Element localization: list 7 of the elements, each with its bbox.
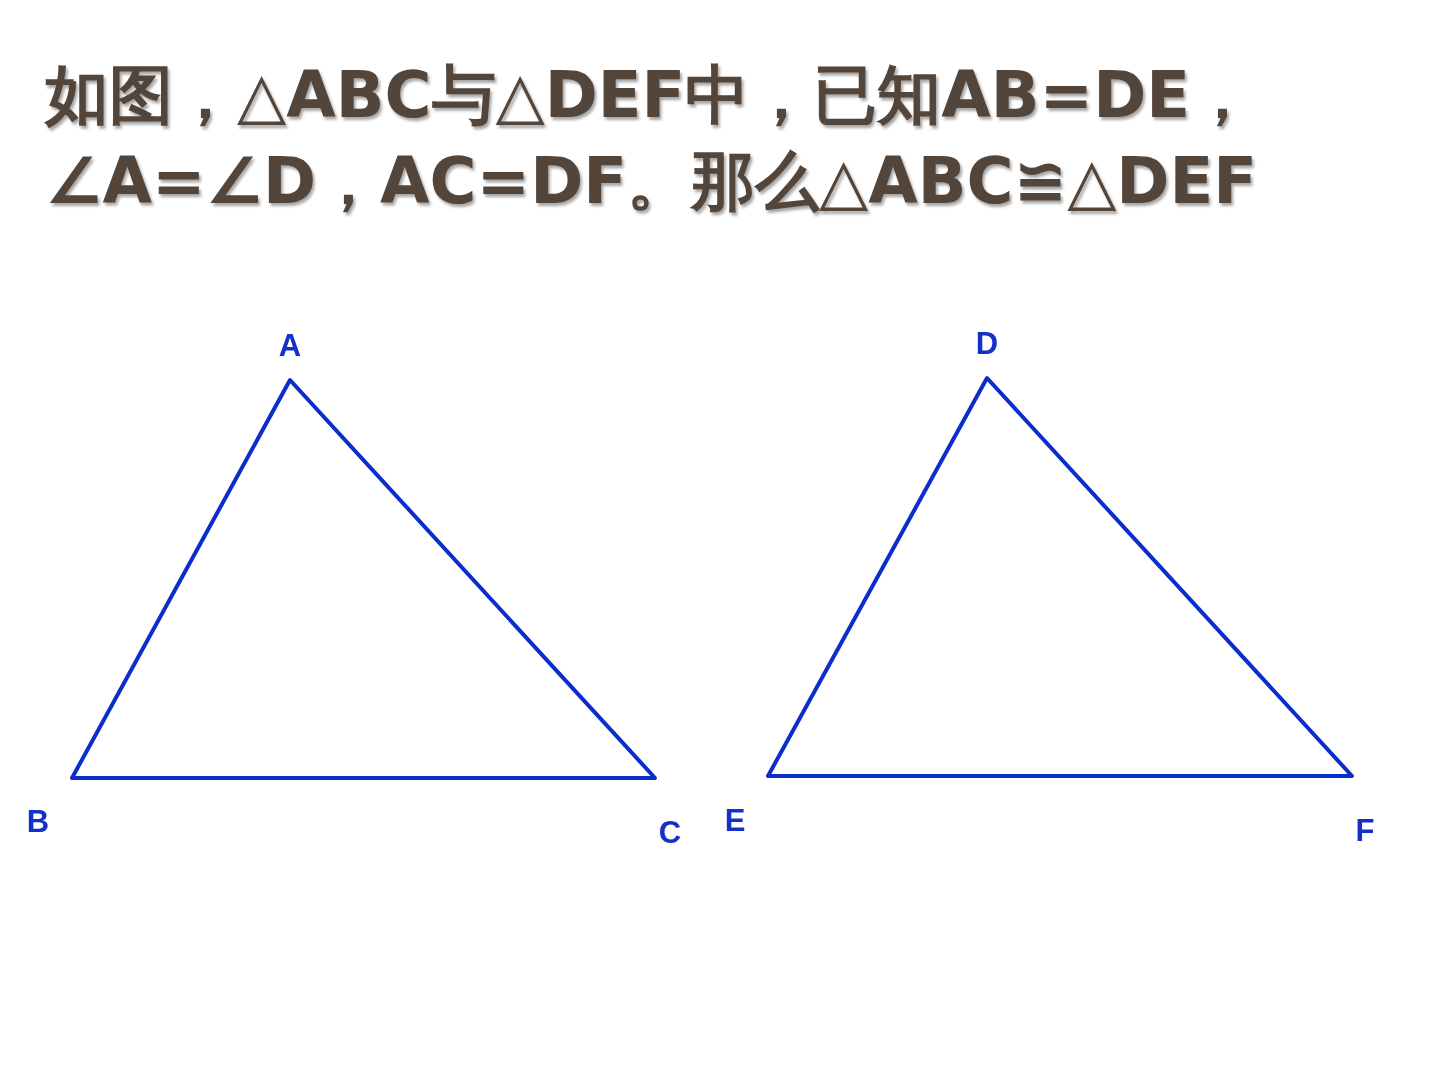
vertex-label: D — [975, 327, 999, 359]
vertex-label: C — [658, 816, 682, 848]
title: 如图，△ABC与△DEF中，已知AB=DE，∠A=∠D，AC=DF。那么△ABC≌△DEF — [45, 57, 1258, 220]
vertex-label: E — [724, 804, 746, 836]
vertex-label: A — [278, 329, 302, 361]
vertex-label: B — [26, 805, 50, 837]
vertex-label: F — [1355, 814, 1375, 846]
